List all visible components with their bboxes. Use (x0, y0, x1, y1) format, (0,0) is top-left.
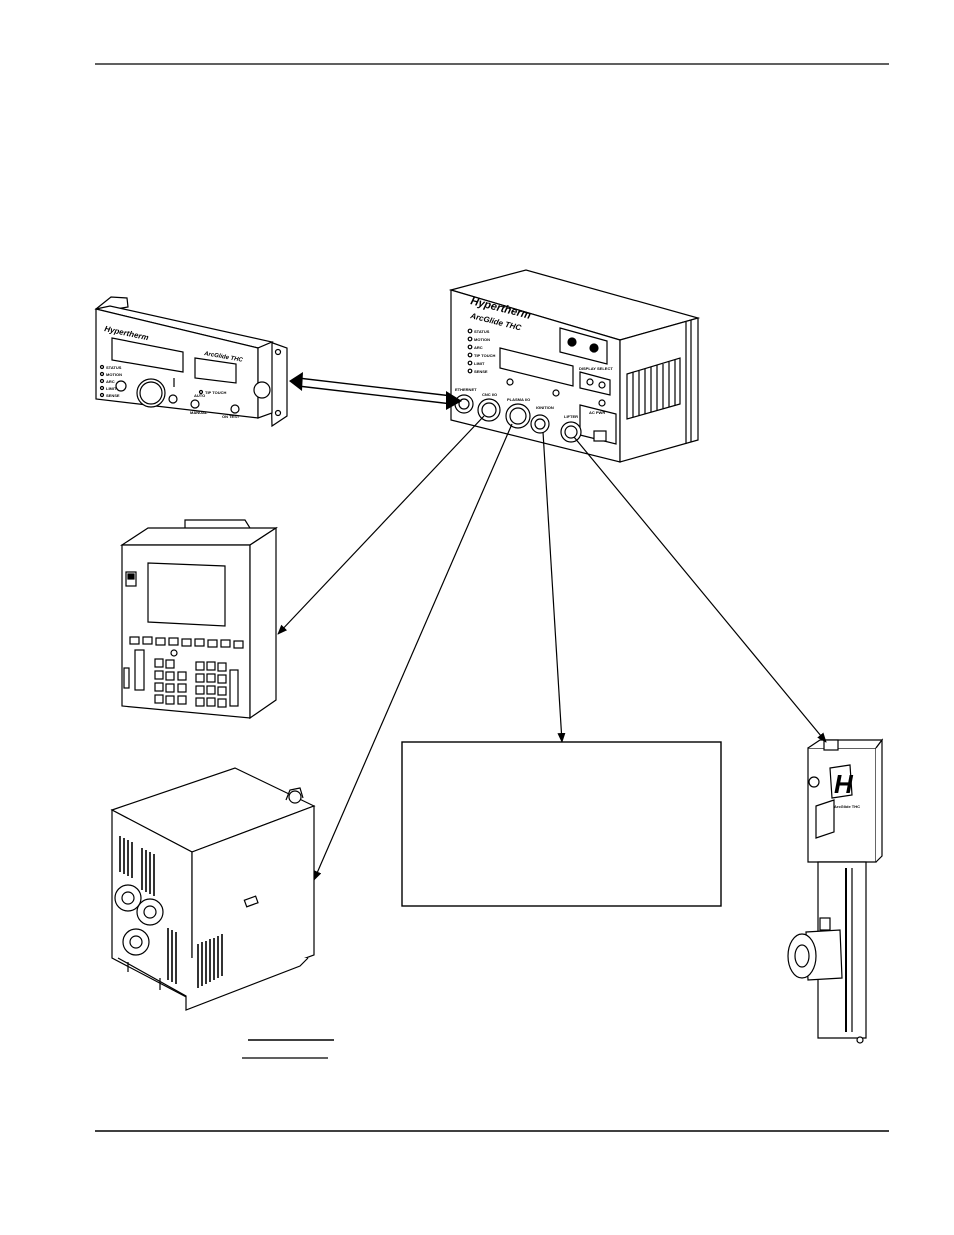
ignition-cable (542, 431, 566, 743)
connection-lines (277, 372, 827, 881)
hmi-label-sense: SENSE (106, 393, 120, 398)
thc-port-ac-pwr: AC PWR (589, 410, 605, 415)
thc-port-lifter: LIFTER (564, 414, 578, 419)
hmi-cable-lower (297, 385, 453, 405)
hmi-label-status: STATUS (106, 365, 122, 370)
thc-port-cnc-io: CNC I/O (482, 392, 497, 397)
ignition-console-box (401, 741, 722, 907)
hmi-cable-arrow-left (289, 372, 303, 391)
hmi-label-manual: MANUAL (190, 410, 208, 415)
thc-port-plasma-io: PLASMA I/O (507, 397, 530, 402)
thc-led-tip-touch: TIP TOUCH (474, 353, 496, 358)
lifter-model: ArcGlide THC (834, 804, 860, 809)
thc-led-arc: ARC (474, 345, 483, 350)
cnc-cable (277, 415, 485, 635)
thc-module (448, 269, 701, 463)
thc-port-ethernet: ETHERNET (455, 387, 477, 392)
lifter-assembly (787, 738, 884, 1044)
hmi-cable-upper (297, 377, 453, 397)
thc-led-motion: MOTION (474, 337, 490, 342)
lifter-cable (573, 436, 827, 743)
hmi-label-auto: AUTO (194, 393, 205, 398)
power-supply-vents (119, 836, 223, 988)
lifter-logo: H (834, 769, 854, 799)
thc-display-label: DISPLAY SELECT (579, 366, 613, 371)
thc-led-limit: LIMIT (474, 361, 485, 366)
cnc-controller (119, 519, 279, 720)
thc-port-ignition: IGNITION (536, 405, 554, 410)
plasma-cable (313, 423, 513, 881)
hmi-label-limit: LIMIT (106, 386, 117, 391)
hmi-label-on-test: ON TEST (222, 414, 240, 419)
hmi-pendant (94, 296, 288, 428)
thc-led-sense: SENSE (474, 369, 488, 374)
hmi-label-arc: ARC (106, 379, 115, 384)
thc-led-status: STATUS (474, 329, 490, 334)
hmi-label-motion: MOTION (106, 372, 122, 377)
hmi-label-tip-touch: TIP TOUCH (205, 390, 227, 395)
hmi-cable-arrow-right (446, 391, 462, 410)
